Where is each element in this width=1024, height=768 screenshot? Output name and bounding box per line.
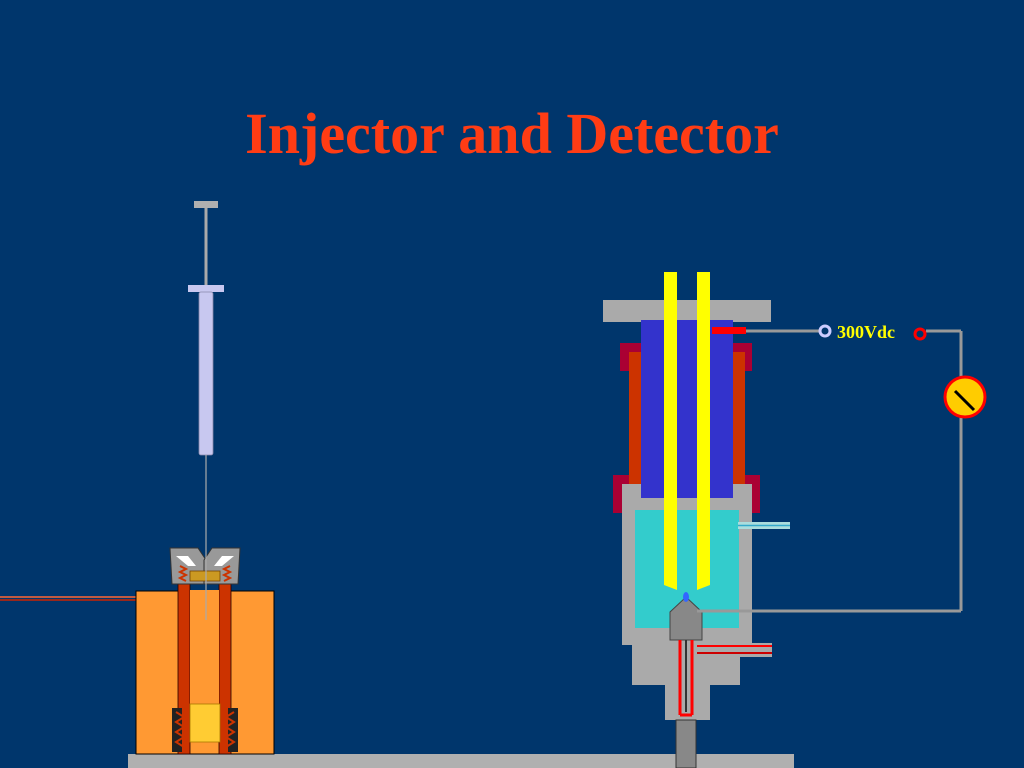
ammeter-icon [943,375,987,419]
syringe-barrel [198,291,214,456]
detector-assembly [603,272,790,768]
detector-circuit: 300Vdc [697,322,987,613]
injector-packing [189,703,221,743]
collector-electrode-right [697,272,710,590]
syringe-flange [188,285,224,292]
column-line [678,640,694,717]
detector-insulator [641,320,733,498]
detector-bottom-fitting [675,719,697,768]
collector-electrode-left [664,272,677,590]
slide-title: Injector and Detector [245,101,779,166]
syringe [188,201,224,620]
detector-gas-inlet [697,643,772,657]
base-plate [128,754,794,768]
voltage-terminal-negative [818,324,832,338]
syringe-plunger-cap [194,201,218,208]
injector-bottom-nut [172,708,238,752]
septum [189,570,221,582]
flame [683,592,689,602]
electrode-contact [712,327,746,334]
detector-side-port [738,522,790,529]
voltage-label: 300Vdc [837,322,895,342]
detector-top-cap [603,300,771,322]
injector-assembly [0,201,275,755]
voltage-terminal-positive [913,327,927,341]
